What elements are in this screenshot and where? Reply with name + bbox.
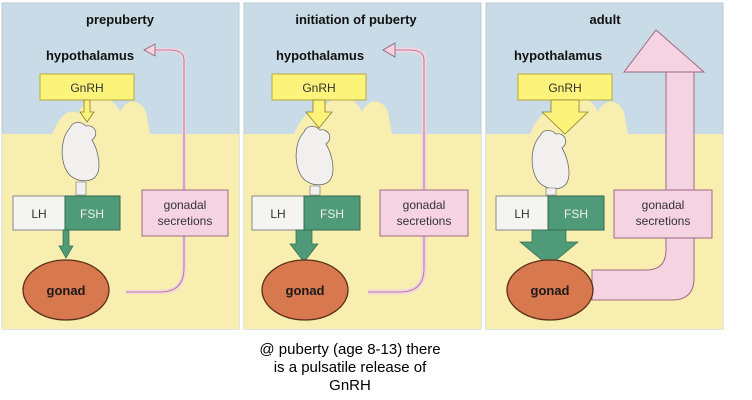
- caption-line-2: is a pulsatile release of: [273, 359, 427, 376]
- lh-label: LH: [270, 207, 285, 221]
- feedback-arrowhead: [382, 42, 396, 58]
- gnrh-arrow: [79, 99, 95, 123]
- pituitary-gland: [61, 122, 100, 182]
- gnrh-arrow: [305, 99, 333, 129]
- gnrh-label: GnRH: [70, 81, 103, 95]
- secretions-label-line1: gonadal: [642, 198, 685, 212]
- gonadal-secretions-box: [613, 189, 713, 239]
- pituitary-stalk: [309, 185, 321, 196]
- feedback-arrowhead: [622, 29, 706, 73]
- pituitary-stalk: [75, 181, 87, 196]
- panel-prepuberty: prepuberty hypothalamus GnRH LH FSH gona…: [1, 2, 240, 330]
- fsh-label: FSH: [80, 207, 104, 221]
- pituitary-gland: [295, 126, 334, 186]
- fsh-label: FSH: [564, 207, 588, 221]
- caption-line-1: @ puberty (age 8-13) there: [259, 341, 441, 358]
- gonad-label: gonad: [286, 283, 325, 298]
- fsh-label: FSH: [320, 207, 344, 221]
- lh-label: LH: [514, 207, 529, 221]
- gonadal-secretions-box: [141, 189, 229, 237]
- gonad: [22, 259, 110, 321]
- pituitary-stalk: [545, 187, 557, 196]
- lh-box: [251, 195, 305, 231]
- secretion-feedback-outline: [394, 49, 425, 208]
- fsh-box: [64, 195, 121, 231]
- secretion-feedback-outline: [154, 49, 185, 208]
- secretions-label-line1: gonadal: [164, 198, 207, 212]
- panel-adult: adult hypothalamus GnRH LH FSH gonadal s…: [485, 2, 724, 330]
- caption-line-3: GnRH: [329, 377, 371, 394]
- fsh-box: [303, 195, 361, 231]
- hypothalamus-label: hypothalamus: [514, 48, 602, 63]
- lh-box: [495, 195, 549, 231]
- secretions-label-line1: gonadal: [403, 198, 446, 212]
- gonad: [506, 259, 594, 321]
- puberty-hormone-diagram: prepuberty hypothalamus GnRH LH FSH gona…: [1, 2, 724, 330]
- hormone-arrow: [289, 229, 319, 263]
- caption: @ puberty (age 8-13) there is a pulsatil…: [200, 341, 500, 395]
- panel-initiation-of-puberty: initiation of puberty hypothalamus GnRH …: [243, 2, 482, 330]
- hypothalamus-label: hypothalamus: [276, 48, 364, 63]
- feedback-arrowhead: [143, 43, 156, 57]
- gonad: [261, 259, 349, 321]
- gnrh-box: [517, 73, 613, 101]
- fsh-box: [547, 195, 605, 231]
- gonad-label: gonad: [47, 283, 86, 298]
- panel-title: prepuberty: [86, 12, 155, 27]
- secretions-label-line2: secretions: [158, 214, 213, 228]
- secretion-output-outline: [126, 228, 185, 293]
- gnrh-label: GnRH: [548, 81, 581, 95]
- hormone-arrow: [519, 229, 579, 267]
- gonad-label: gonad: [531, 283, 570, 298]
- gnrh-label: GnRH: [302, 81, 335, 95]
- secretions-label-line2: secretions: [397, 214, 452, 228]
- hormone-arrow: [58, 229, 74, 259]
- lh-label: LH: [31, 207, 46, 221]
- gnrh-box: [271, 73, 367, 101]
- gonadal-secretions-box: [379, 189, 469, 237]
- secretions-label-line2: secretions: [636, 214, 691, 228]
- secretion-output-outline: [368, 228, 425, 293]
- pituitary-gland: [531, 130, 570, 190]
- hypothalamus-label: hypothalamus: [46, 48, 134, 63]
- panel-title: adult: [589, 12, 621, 27]
- gnrh-box: [39, 73, 135, 101]
- panel-title: initiation of puberty: [295, 12, 417, 27]
- gnrh-arrow: [541, 99, 589, 135]
